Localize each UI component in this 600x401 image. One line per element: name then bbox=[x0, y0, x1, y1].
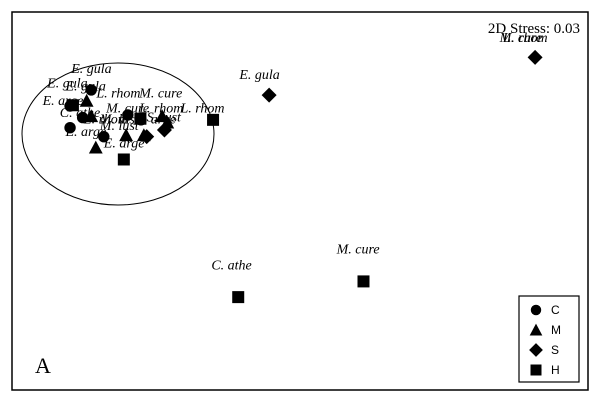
legend-label: H bbox=[551, 363, 560, 377]
point-h-square bbox=[66, 99, 79, 112]
point-m-triangle bbox=[88, 140, 103, 154]
plot-frame bbox=[11, 11, 589, 391]
stress-text: 2D Stress: 0.03 bbox=[488, 21, 580, 37]
point-c-circle bbox=[122, 109, 134, 121]
point-h-square bbox=[207, 113, 220, 126]
point-label: L. rhom bbox=[138, 102, 183, 117]
point-s-diamond bbox=[527, 49, 543, 65]
point-c-circle bbox=[64, 121, 76, 134]
point-h-square bbox=[134, 112, 147, 125]
point-m-triangle bbox=[79, 93, 94, 107]
point-label: E. gula bbox=[70, 62, 111, 77]
point-label: C. athe bbox=[211, 258, 251, 273]
legend-label: S bbox=[551, 343, 559, 357]
point-label: E. arge bbox=[103, 137, 145, 152]
legend-marker-circle bbox=[530, 304, 542, 316]
data-points bbox=[64, 49, 543, 304]
point-m-triangle bbox=[119, 128, 134, 142]
point-s-diamond bbox=[261, 87, 277, 103]
point-label: M. lust bbox=[99, 119, 140, 134]
point-m-triangle bbox=[84, 109, 99, 123]
point-s-diamond bbox=[139, 129, 155, 145]
point-label: M. cure bbox=[138, 86, 182, 101]
legend-box bbox=[518, 295, 580, 383]
point-label: L. rhom bbox=[179, 102, 224, 117]
point-h-square bbox=[232, 291, 245, 304]
panel-label: A bbox=[35, 353, 51, 378]
point-label: E. gula bbox=[238, 68, 279, 83]
legend-marker-diamond bbox=[529, 343, 543, 357]
legend-label: M bbox=[551, 323, 561, 337]
point-label: M. cure bbox=[336, 243, 380, 258]
point-label: L. rhom bbox=[95, 86, 140, 101]
legend-label: C bbox=[551, 303, 560, 317]
point-s-diamond bbox=[156, 122, 172, 138]
legend-marker-triangle bbox=[529, 323, 543, 336]
point-h-square bbox=[357, 275, 370, 288]
point-c-circle bbox=[98, 130, 110, 143]
point-label: E. gula bbox=[46, 76, 87, 91]
legend-marker-square bbox=[530, 364, 542, 376]
cluster-ellipse bbox=[21, 62, 215, 206]
point-label: M. rhom bbox=[499, 31, 548, 46]
point-c-circle bbox=[85, 84, 97, 96]
point-h-square bbox=[117, 153, 130, 166]
point-label: L. cure bbox=[502, 31, 542, 46]
